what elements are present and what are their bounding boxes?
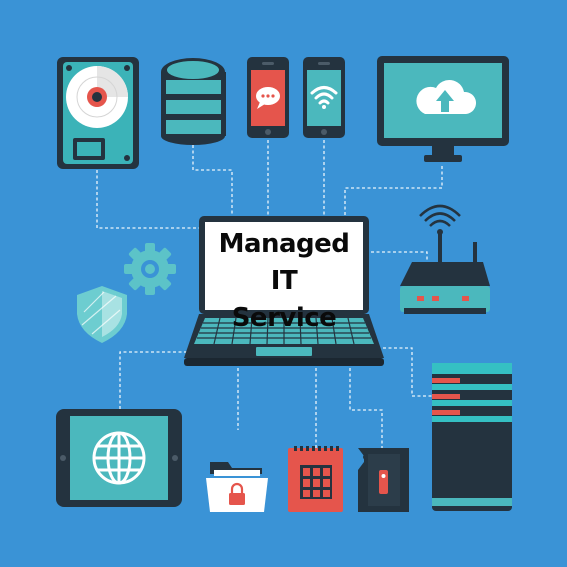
chat-phone-icon: [247, 57, 289, 138]
cloud-upload-monitor-icon: [377, 56, 509, 162]
memory-chip-icon: [288, 446, 343, 512]
laptop-screen-title: Managed IT Service: [205, 226, 363, 337]
server-tower-icon: [432, 363, 512, 511]
locked-folder-icon: [206, 462, 268, 512]
globe-tablet-icon: [56, 409, 182, 507]
gear-icon: [124, 243, 176, 295]
hard-disk-icon: [57, 57, 139, 169]
sd-card-icon: [358, 448, 409, 512]
title-line-1: Managed IT: [218, 229, 350, 296]
title-line-2: Service: [231, 303, 337, 333]
shield-icon: [77, 286, 127, 343]
database-icon: [161, 58, 226, 145]
wifi-phone-icon: [303, 57, 345, 138]
router-icon: [400, 204, 490, 314]
laptop-icon: [184, 216, 384, 366]
connector-lines: [96, 140, 443, 448]
